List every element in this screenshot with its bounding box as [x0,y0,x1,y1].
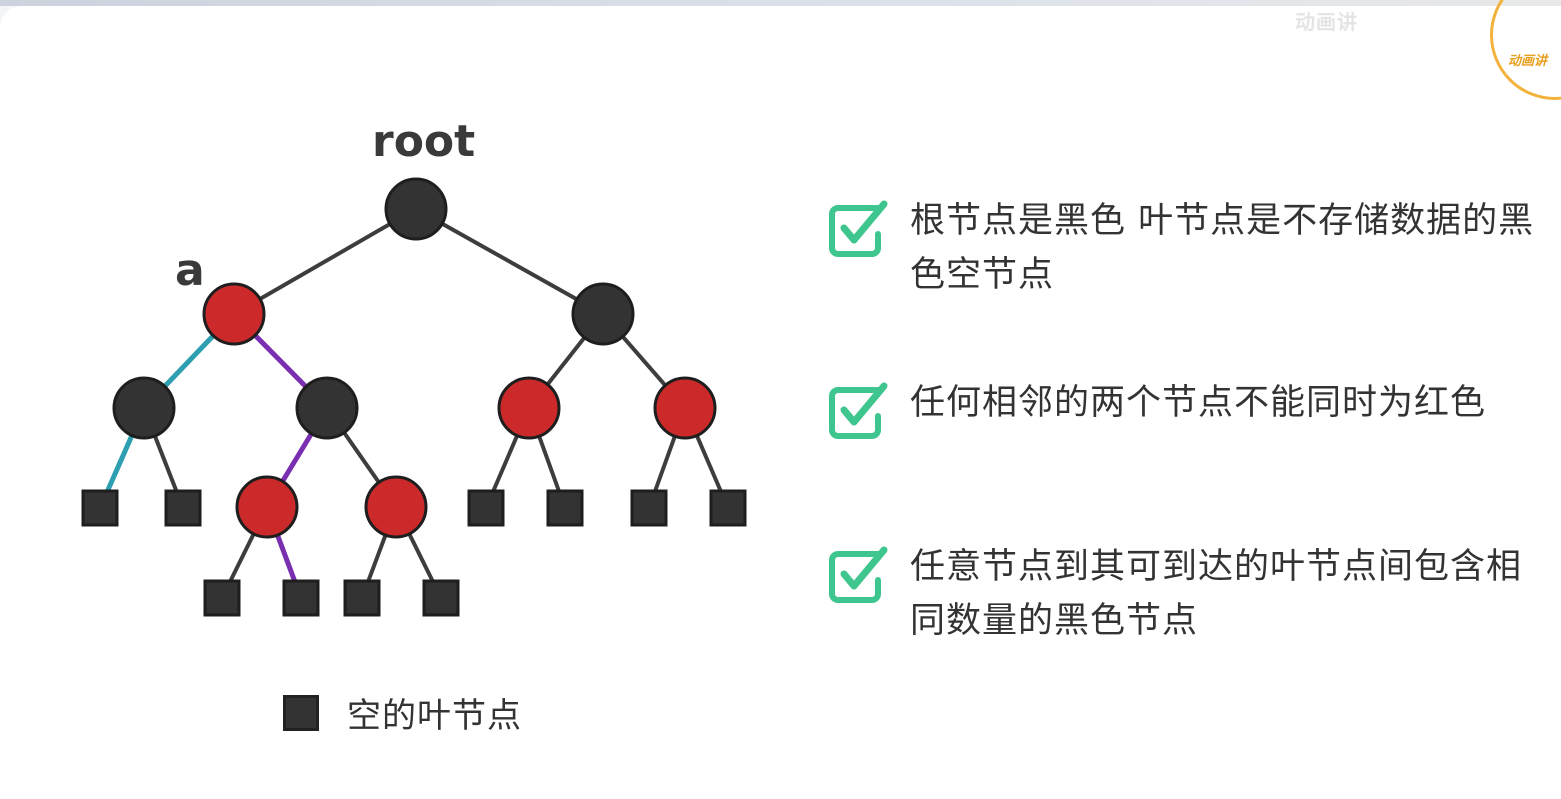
slide-canvas [0,6,1561,799]
tree-edge-root-a [233,207,417,316]
empty-leaf-node-leaf-5 [343,579,381,617]
window-top-bar [0,0,1561,6]
rule-text-1: 根节点是黑色 叶节点是不存储数据的黑色空节点 [910,201,1535,295]
rule-item-1: 根节点是黑色 叶节点是不存储数据的黑色空节点 [826,194,1535,302]
empty-leaf-node-leaf-9 [630,489,668,527]
red-tree-node-r1-left [497,376,561,440]
empty-leaf-node-leaf-7 [467,489,505,527]
red-tree-node-a-right-left [235,475,299,539]
rule-text-3: 任意节点到其可到达的叶节点间包含相同数量的黑色节点 [910,547,1523,641]
black-tree-node-a-left [112,376,176,440]
checkbox-checked-icon [829,382,888,439]
empty-leaf-node-leaf-1 [81,489,119,527]
tree-edge-root-r1 [415,207,604,316]
watermark-label: 动画讲 [1295,10,1358,34]
empty-leaf-node-leaf-3 [203,579,241,617]
red-tree-node-a-right-right [364,475,428,539]
black-tree-node-a-right [295,376,359,440]
black-tree-node-r1 [571,282,635,346]
red-tree-node-a [202,282,266,346]
red-black-tree-diagram [81,177,747,617]
legend-label: 空的叶节点 [347,696,522,736]
empty-leaf-legend-swatch [283,694,319,731]
empty-leaf-node-leaf-8 [546,489,584,527]
checkbox-checked-icon [829,546,888,603]
watermark-text: 动画讲 [1295,6,1358,35]
node-a-label: a [175,245,205,296]
black-tree-node-root [384,177,448,241]
red-tree-node-r1-right [653,376,717,440]
rule-item-2: 任何相邻的两个节点不能同时为红色 [826,376,1535,442]
rule-text-2: 任何相邻的两个节点不能同时为红色 [910,383,1487,423]
root-label: root [372,116,476,167]
legend: 空的叶节点 [283,688,522,737]
empty-leaf-node-leaf-4 [282,579,320,617]
empty-leaf-node-leaf-6 [422,579,460,617]
checkbox-checked-icon [829,200,888,257]
channel-logo-text: 动画讲 [1508,54,1548,69]
empty-leaf-node-leaf-2 [164,489,202,527]
empty-leaf-node-leaf-10 [709,489,747,527]
rule-item-3: 任意节点到其可到达的叶节点间包含相同数量的黑色节点 [826,540,1535,648]
